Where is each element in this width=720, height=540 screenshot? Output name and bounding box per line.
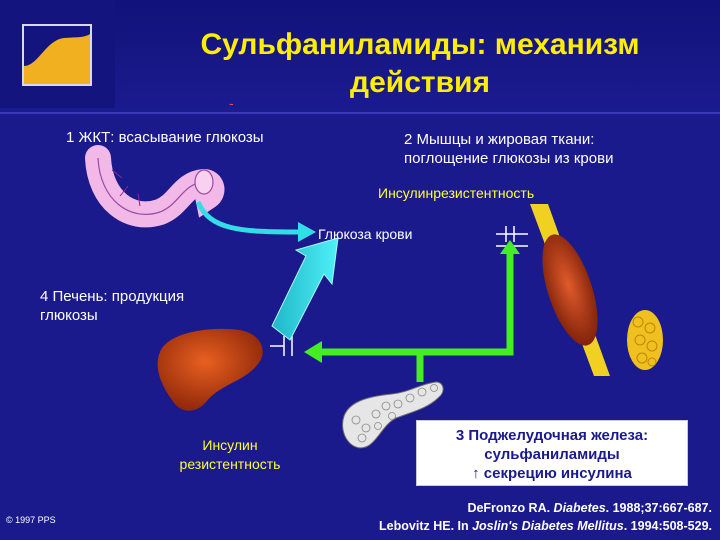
reference-line-1: DeFronzo RA. Diabetes. 1988;37:667-687. xyxy=(300,499,712,517)
liver-label-line-1: 4 Печень: продукция xyxy=(40,288,185,305)
blood-glucose-label: Глюкоза крови xyxy=(318,226,413,242)
liver-label: 4 Печень: продукция глюкозы xyxy=(40,287,184,325)
pancreas-callout: 3 Поджелудочная железа: сульфаниламиды ↑… xyxy=(416,420,688,486)
ref2-book: Joslin's Diabetes Mellitus xyxy=(472,519,624,533)
gut-to-glucose-arrow xyxy=(195,200,316,242)
ref2-authors: Lebovitz HE. In xyxy=(379,519,473,533)
liver-resistance-line-2: резистентность xyxy=(179,456,281,472)
title-line-1: Сульфаниламиды: механизм xyxy=(200,28,640,61)
liver-label-line-2: глюкозы xyxy=(40,307,98,324)
title-line-2: действия xyxy=(350,66,490,99)
copyright: © 1997 PPS xyxy=(6,515,56,525)
liver-illustration xyxy=(157,328,263,411)
green-feedback-arrows xyxy=(304,240,520,382)
liver-inhibition-mark xyxy=(270,336,293,356)
header-divider xyxy=(0,112,720,114)
gut-label: 1 ЖКТ: всасывание глюкозы xyxy=(66,129,264,146)
intestine-illustration xyxy=(85,145,225,228)
pancreas-illustration xyxy=(342,381,444,449)
muscle-fat-label-line-2: поглощение глюкозы из крови xyxy=(404,150,614,167)
muscle-fat-label: 2 Мышцы и жировая ткани: поглощение глюк… xyxy=(404,130,613,168)
logo-wave-icon xyxy=(24,34,90,84)
liver-resistance-line-1: Инсулин xyxy=(202,437,258,453)
pancreas-line-2: сульфаниламиды xyxy=(484,446,620,463)
liver-insulin-resistance-label: Инсулин резистентность xyxy=(160,436,300,474)
fat-cells-illustration xyxy=(627,310,663,370)
pancreas-line-1: 3 Поджелудочная железа: xyxy=(455,427,649,444)
ref1-authors: DeFronzo RA. xyxy=(467,501,554,515)
page-title: Сульфаниламиды: механизм действия xyxy=(140,26,700,102)
ref1-journal: Diabetes xyxy=(553,501,606,515)
liver-to-glucose-arrow xyxy=(271,237,339,341)
logo-frame xyxy=(22,24,92,86)
muscle-illustration xyxy=(530,204,610,376)
dash-mark: - xyxy=(229,95,234,111)
ref1-details: . 1988;37:667-687. xyxy=(605,501,712,515)
header-band xyxy=(0,0,720,112)
logo xyxy=(0,0,115,108)
muscle-fat-label-line-1: 2 Мышцы и жировая ткани: xyxy=(404,131,595,148)
ref2-details: . 1994:508-529. xyxy=(623,519,712,533)
reference-line-2: Lebovitz HE. In Joslin's Diabetes Mellit… xyxy=(300,517,712,535)
pancreas-line-3: ↑ секрецию инсулина xyxy=(472,465,632,482)
reference-citation: DeFronzo RA. Diabetes. 1988;37:667-687. … xyxy=(300,499,712,535)
insulin-resistance-top-label: Инсулинрезистентность xyxy=(378,185,535,201)
